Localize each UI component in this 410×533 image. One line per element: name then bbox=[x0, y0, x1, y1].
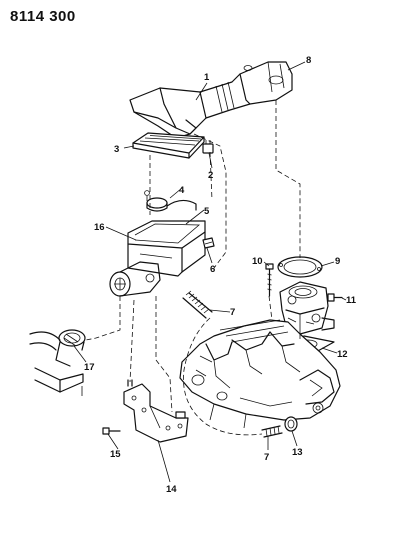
callout-3: 3 bbox=[114, 144, 119, 155]
air-intake-duct bbox=[129, 61, 293, 139]
callout-10: 10 bbox=[252, 256, 263, 267]
throttle-body-gasket bbox=[277, 256, 323, 278]
grommet bbox=[202, 237, 215, 249]
corrugated-hose-lower bbox=[261, 425, 283, 438]
callout-6: 6 bbox=[210, 264, 215, 275]
mounting-bracket bbox=[123, 379, 189, 443]
temperature-sensor bbox=[202, 140, 214, 154]
callout-15: 15 bbox=[110, 449, 121, 460]
bracket-bolt bbox=[102, 427, 121, 435]
small-bolt bbox=[327, 293, 343, 302]
callout-12: 12 bbox=[337, 349, 348, 360]
figure-id: 8114 300 bbox=[10, 8, 76, 25]
callout-11: 11 bbox=[346, 295, 357, 306]
hose-clamp bbox=[284, 416, 298, 432]
callout-4: 4 bbox=[179, 185, 185, 196]
assembly-guide-lines bbox=[85, 100, 301, 436]
callout-16: 16 bbox=[94, 222, 105, 233]
callout-7-upper: 7 bbox=[230, 307, 235, 318]
callout-5: 5 bbox=[204, 206, 210, 217]
air-inlet-snorkel bbox=[109, 261, 161, 297]
corrugated-hose-upper bbox=[182, 290, 213, 319]
wing-nut-cap bbox=[144, 190, 197, 212]
callout-labels: 1 2 3 4 5 6 7 8 9 10 11 12 13 14 15 16 1… bbox=[84, 55, 357, 495]
callout-7-lower: 7 bbox=[264, 452, 269, 463]
throttle-body bbox=[279, 281, 335, 335]
engine-intake-manifold bbox=[179, 319, 341, 429]
mounting-bolt bbox=[265, 263, 274, 297]
air-cleaner-housing bbox=[127, 220, 206, 277]
air-filter-element bbox=[132, 132, 205, 159]
callout-8: 8 bbox=[306, 55, 311, 66]
leader-lines bbox=[73, 61, 347, 483]
air-duct-elbow bbox=[29, 329, 86, 396]
callout-1: 1 bbox=[204, 72, 210, 83]
callout-13: 13 bbox=[292, 447, 303, 458]
callout-17: 17 bbox=[84, 362, 95, 373]
callout-2: 2 bbox=[208, 170, 213, 181]
callout-14: 14 bbox=[166, 484, 177, 495]
callout-9: 9 bbox=[335, 256, 340, 267]
